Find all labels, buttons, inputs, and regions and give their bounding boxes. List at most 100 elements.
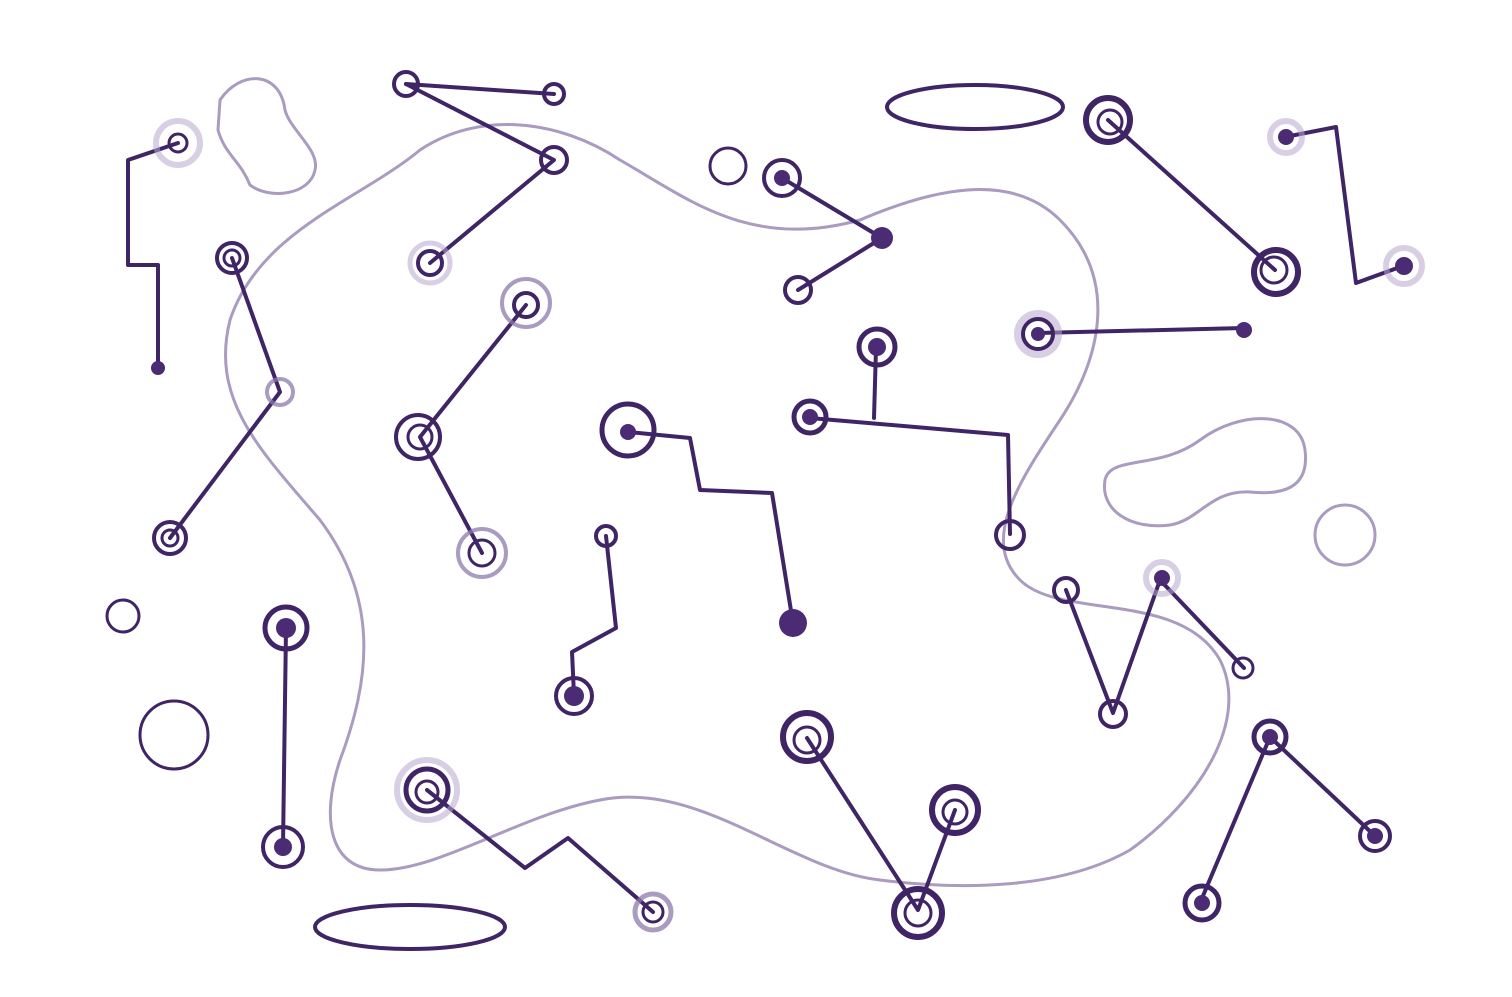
node-open <box>1096 108 1124 136</box>
node-open <box>167 132 189 154</box>
connector-line <box>1268 735 1377 838</box>
halo-ring <box>1143 559 1181 597</box>
node-ring-outer <box>632 891 674 933</box>
connector-line <box>404 82 556 265</box>
small-blob-top-left <box>216 77 317 195</box>
node-dot <box>1236 322 1252 338</box>
lone-circle-top <box>708 146 748 186</box>
connector-line <box>168 256 282 540</box>
node-ring-outer <box>599 401 657 459</box>
connector-line <box>1036 326 1246 335</box>
node-open <box>1052 576 1080 604</box>
node-dot <box>868 338 886 356</box>
connector-line <box>281 626 288 848</box>
connector-line <box>570 534 618 697</box>
ellipse-top <box>885 83 1065 131</box>
node-dot <box>274 838 292 856</box>
node-dot <box>774 170 790 186</box>
connector-line <box>425 788 655 914</box>
node-ring-outer <box>152 520 188 556</box>
connector-line <box>872 346 878 420</box>
node-ring-outer <box>856 326 898 368</box>
node-dot <box>564 686 584 706</box>
node-dot <box>1395 257 1413 275</box>
node-dot <box>779 609 807 637</box>
node-open <box>414 779 440 805</box>
node-dot <box>1278 129 1294 145</box>
node-ring-outer <box>554 676 594 716</box>
node-dot <box>1262 729 1278 745</box>
connector-line <box>1283 125 1405 285</box>
connector-line <box>404 82 556 96</box>
halo-ring <box>1014 310 1062 358</box>
node-ring-outer <box>215 241 249 275</box>
small-blob-right <box>1102 417 1308 528</box>
node-ring-outer <box>1358 819 1392 853</box>
node-open <box>265 377 295 407</box>
connector-line <box>626 430 795 625</box>
node-ring-outer <box>1251 247 1301 297</box>
node-open <box>467 538 497 568</box>
node-dot <box>276 618 296 638</box>
node-open <box>416 249 444 277</box>
halo-ring <box>407 240 453 286</box>
node-open <box>1231 656 1255 680</box>
node-dot <box>1194 895 1210 911</box>
node-open <box>539 145 569 175</box>
node-dot <box>1154 570 1170 586</box>
node-ring-outer <box>1083 95 1133 145</box>
node-ring-outer <box>780 710 834 764</box>
halo-ring <box>153 118 203 168</box>
node-open <box>542 82 566 106</box>
node-ring-outer <box>891 886 945 940</box>
connector-line <box>418 303 528 555</box>
ellipse-bottom <box>313 903 507 951</box>
node-open <box>1259 255 1289 285</box>
connector-line <box>1198 735 1272 905</box>
node-ring-outer <box>394 413 442 461</box>
node-ring-outer <box>261 825 305 869</box>
connector-lines <box>126 82 1405 914</box>
node-dot <box>620 424 636 440</box>
halo-ring <box>394 757 460 823</box>
node-ring-outer <box>1182 883 1222 923</box>
large-blob-outline <box>224 123 1231 888</box>
node-ring-inner <box>222 248 242 268</box>
connector-line <box>780 176 884 292</box>
node-ring-outer <box>262 604 310 652</box>
lone-circle-left <box>105 598 141 634</box>
halo-ring <box>1383 245 1425 287</box>
node-open <box>941 798 969 826</box>
node-open <box>392 70 420 98</box>
node-open <box>792 725 822 755</box>
node-open <box>1098 699 1128 729</box>
node-open <box>512 291 540 319</box>
node-ring-outer <box>1251 718 1289 756</box>
nodes <box>151 70 1425 940</box>
node-dot <box>802 409 818 425</box>
node-ring-outer <box>1021 317 1055 351</box>
node-ring-outer <box>791 398 829 436</box>
connector-line <box>805 736 957 912</box>
node-dot <box>1031 327 1045 341</box>
node-ring-outer <box>456 527 508 579</box>
node-open <box>406 423 434 451</box>
node-dot <box>871 227 893 249</box>
lone-circle-right <box>1313 503 1377 567</box>
node-ring-outer <box>762 158 802 198</box>
node-ring-outer <box>929 784 981 836</box>
node-open <box>594 524 618 548</box>
connector-line <box>1064 578 1246 715</box>
node-open <box>994 519 1026 551</box>
halo-ring <box>1267 118 1305 156</box>
node-ring-inner <box>160 528 180 548</box>
node-ring-outer <box>403 766 451 814</box>
node-dot <box>1367 828 1383 844</box>
lone-circle-large-left <box>138 699 210 771</box>
node-open <box>641 900 665 924</box>
connector-line <box>808 416 1012 536</box>
node-open <box>903 898 933 928</box>
connector-line <box>1106 118 1277 272</box>
node-dot <box>151 361 165 375</box>
